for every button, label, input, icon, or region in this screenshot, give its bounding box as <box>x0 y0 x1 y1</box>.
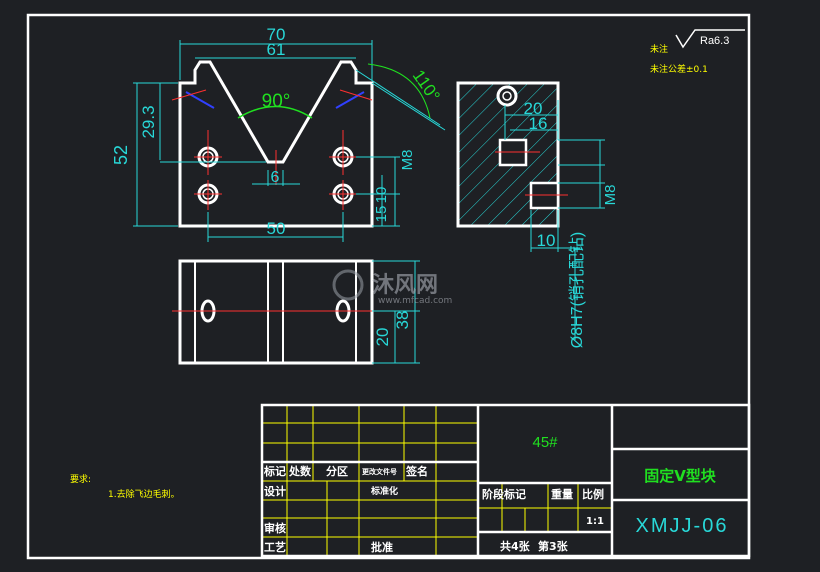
dim-side-width-16: 16 <box>529 114 548 133</box>
dim-hole-vertical-spacing: 10 <box>373 187 390 204</box>
sheet-number: 第3张 <box>538 539 569 553</box>
dim-groove-top-width: 61 <box>267 40 286 59</box>
top-outline <box>178 259 374 365</box>
front-view: 70 61 90° 110° 52 29.3 6 50 10 15 M8 <box>111 25 446 242</box>
front-dimensions <box>133 40 446 242</box>
label-review: 审核 <box>264 521 286 535</box>
hole-lower-left <box>194 180 222 210</box>
label-approve: 批准 <box>371 540 393 554</box>
drawing-number: XMJJ-06 <box>636 515 729 537</box>
label-signature: 签名 <box>405 464 428 478</box>
dim-groove-angle: 90° <box>262 91 291 112</box>
top-view: 20 38 <box>172 259 420 365</box>
watermark-brand: 沐风网 <box>372 273 438 298</box>
label-weight: 重量 <box>551 487 573 501</box>
hole-upper-left <box>194 130 222 175</box>
dim-side-depth-10: 10 <box>537 231 556 250</box>
v-block-outline <box>178 60 374 228</box>
dim-thread-front: M8 <box>399 150 416 171</box>
chamfer-mark-right <box>335 91 365 109</box>
dim-lower-hole-height: 15 <box>373 206 390 223</box>
dim-groove-bottom-width: 6 <box>271 169 280 186</box>
dim-side-width-20: 20 <box>524 99 543 118</box>
label-change-doc: 更改文件号 <box>362 467 397 476</box>
note-pin-hole: Ø8H7(销孔配钻) <box>568 232 586 348</box>
side-dimensions <box>504 100 605 340</box>
part-name: 固定V型块 <box>644 467 717 485</box>
material: 45# <box>532 434 558 451</box>
dim-top-height-38: 38 <box>393 311 412 330</box>
centerline <box>339 89 373 101</box>
label-process: 工艺 <box>264 540 286 554</box>
watermark: 沐风网 www.mfcad.com <box>332 269 452 306</box>
notes-item-1: 1.去除飞边毛刺。 <box>108 488 180 500</box>
label-standardize: 标准化 <box>370 485 398 497</box>
top-dimensions <box>372 260 420 364</box>
label-scale: 比例 <box>582 487 604 501</box>
finish-roughness: Ra6.3 <box>700 35 729 47</box>
technical-notes: 要求: 1.去除飞边毛刺。 <box>70 473 180 500</box>
watermark-url: www.mfcad.com <box>378 296 452 306</box>
dim-overall-width: 70 <box>267 25 286 44</box>
label-zone: 分区 <box>326 464 348 478</box>
angle-arc-90 <box>237 105 313 119</box>
dim-thread-side: M8 <box>602 185 619 206</box>
dim-total-height: 52 <box>111 145 131 165</box>
dim-bottom-hole-spacing: 50 <box>267 219 286 238</box>
drawing-border <box>26 13 751 560</box>
centerline <box>171 89 207 101</box>
side-top-hole <box>496 85 518 107</box>
title-block: 45# 固定V型块 XMJJ-06 标记 处数 分区 更改文件号 签名 设计 标… <box>260 403 751 558</box>
scale-value: 1:1 <box>586 516 604 527</box>
side-view: 20 16 10 M8 Ø8H7(销孔配钻) <box>456 81 619 348</box>
label-stage-mark: 阶段标记 <box>482 487 526 501</box>
surface-finish: 未注 Ra6.3 未注公差±0.1 <box>650 29 745 75</box>
label-design: 设计 <box>264 484 286 498</box>
hole-upper-right <box>329 130 357 175</box>
dim-top-height-20: 20 <box>373 328 392 347</box>
dim-chamfer-angle: 110° <box>409 66 444 105</box>
hole-lower-right <box>329 180 357 210</box>
finish-label-1: 未注 <box>650 43 668 55</box>
notes-heading: 要求: <box>70 473 91 485</box>
sheets-total: 共4张 <box>500 539 531 553</box>
label-count: 处数 <box>288 464 312 478</box>
dim-groove-depth: 29.3 <box>139 105 158 138</box>
label-mark: 标记 <box>263 464 286 478</box>
finish-label-2: 未注公差±0.1 <box>650 63 708 75</box>
